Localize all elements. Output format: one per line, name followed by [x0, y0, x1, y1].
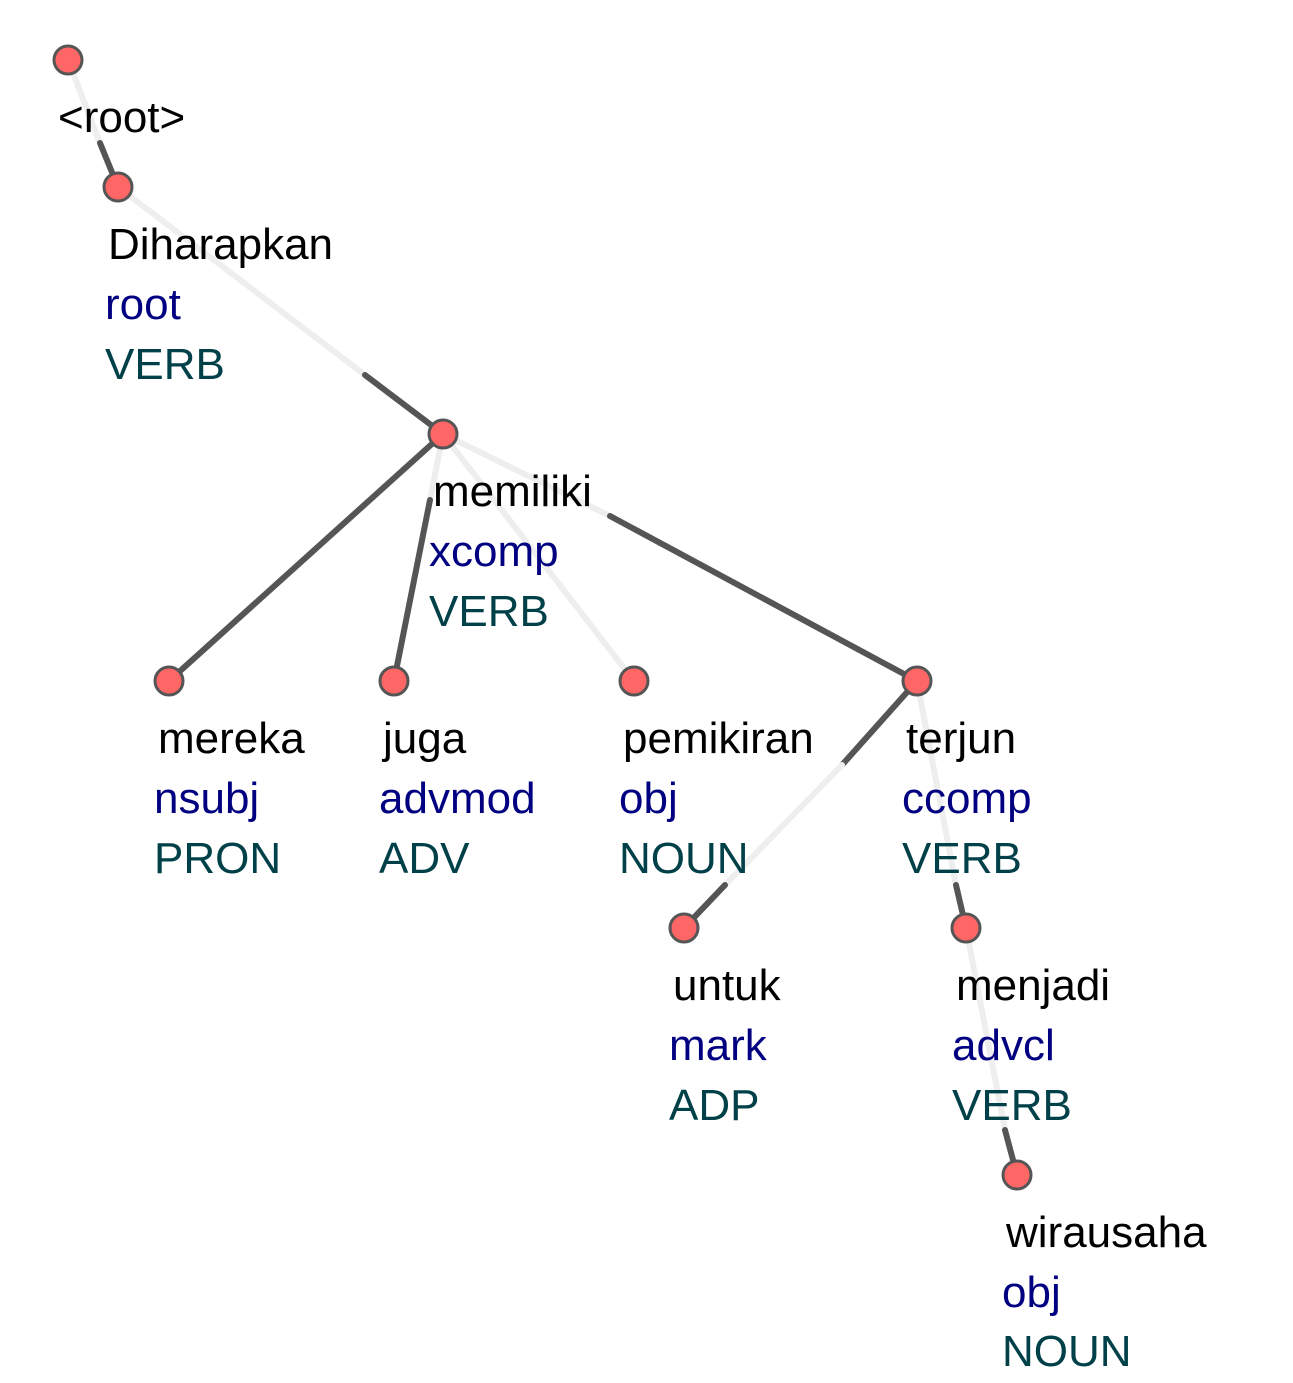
- nodes: [52, 44, 1033, 1191]
- label-untuk-dep: mark: [669, 1021, 768, 1070]
- edge-memiliki-terjun-lower: [607, 513, 920, 684]
- label-pemikiran-dep: obj: [619, 774, 678, 823]
- label-diharapkan-pos: VERB: [105, 340, 225, 389]
- label-mereka-word: mereka: [158, 714, 305, 763]
- label-memiliki-word: memiliki: [433, 467, 592, 516]
- edge-menjadi-wirausaha: [963, 925, 1008, 1133]
- label-pemikiran-word: pemikiran: [623, 714, 814, 763]
- label-wirausaha-word: wirausaha: [1005, 1208, 1207, 1257]
- edge-memiliki-mereka: [166, 431, 446, 684]
- label-root-word: <root>: [58, 93, 185, 142]
- edge-memiliki-pemikiran: [440, 431, 637, 684]
- node-mereka[interactable]: [153, 665, 185, 697]
- label-wirausaha-pos: NOUN: [1002, 1327, 1132, 1376]
- label-wirausaha-dep: obj: [1002, 1268, 1061, 1317]
- node-wirausaha[interactable]: [1001, 1159, 1033, 1191]
- edge-terjun-untuk: [839, 678, 920, 768]
- label-diharapkan-dep: root: [105, 280, 181, 329]
- label-pemikiran-pos: NOUN: [619, 834, 749, 883]
- label-mereka-dep: nsubj: [154, 774, 259, 823]
- label-menjadi-word: menjadi: [956, 961, 1110, 1010]
- node-memiliki[interactable]: [427, 418, 459, 450]
- label-juga-pos: ADV: [379, 834, 470, 883]
- node-root[interactable]: [52, 44, 84, 76]
- label-juga-dep: advmod: [379, 774, 536, 823]
- label-untuk-word: untuk: [673, 961, 782, 1010]
- label-juga-word: juga: [381, 714, 467, 763]
- edge-diharapkan-memiliki: [115, 184, 368, 378]
- edge-terjun-menjadi: [914, 678, 959, 888]
- edge-memiliki-juga-lower: [391, 497, 433, 684]
- edge-memiliki-terjun: [440, 431, 613, 519]
- node-untuk[interactable]: [668, 912, 700, 944]
- edge-terjun-untuk-mid: [722, 762, 845, 888]
- node-terjun[interactable]: [901, 665, 933, 697]
- label-menjadi-pos: VERB: [952, 1081, 1072, 1130]
- node-diharapkan[interactable]: [102, 171, 134, 203]
- label-menjadi-dep: advcl: [952, 1021, 1055, 1070]
- label-terjun-dep: ccomp: [902, 774, 1032, 823]
- label-terjun-pos: VERB: [902, 834, 1022, 883]
- node-juga[interactable]: [378, 665, 410, 697]
- label-terjun-word: terjun: [906, 714, 1016, 763]
- labels: <root> Diharapkan root VERB memiliki xco…: [58, 93, 1207, 1376]
- node-menjadi[interactable]: [950, 912, 982, 944]
- label-memiliki-pos: VERB: [429, 587, 549, 636]
- label-diharapkan-word: Diharapkan: [108, 220, 333, 269]
- label-mereka-pos: PRON: [154, 834, 281, 883]
- edge-diharapkan-memiliki-lower: [362, 372, 446, 437]
- label-memiliki-dep: xcomp: [429, 527, 559, 576]
- node-pemikiran[interactable]: [618, 665, 650, 697]
- label-untuk-pos: ADP: [669, 1081, 759, 1130]
